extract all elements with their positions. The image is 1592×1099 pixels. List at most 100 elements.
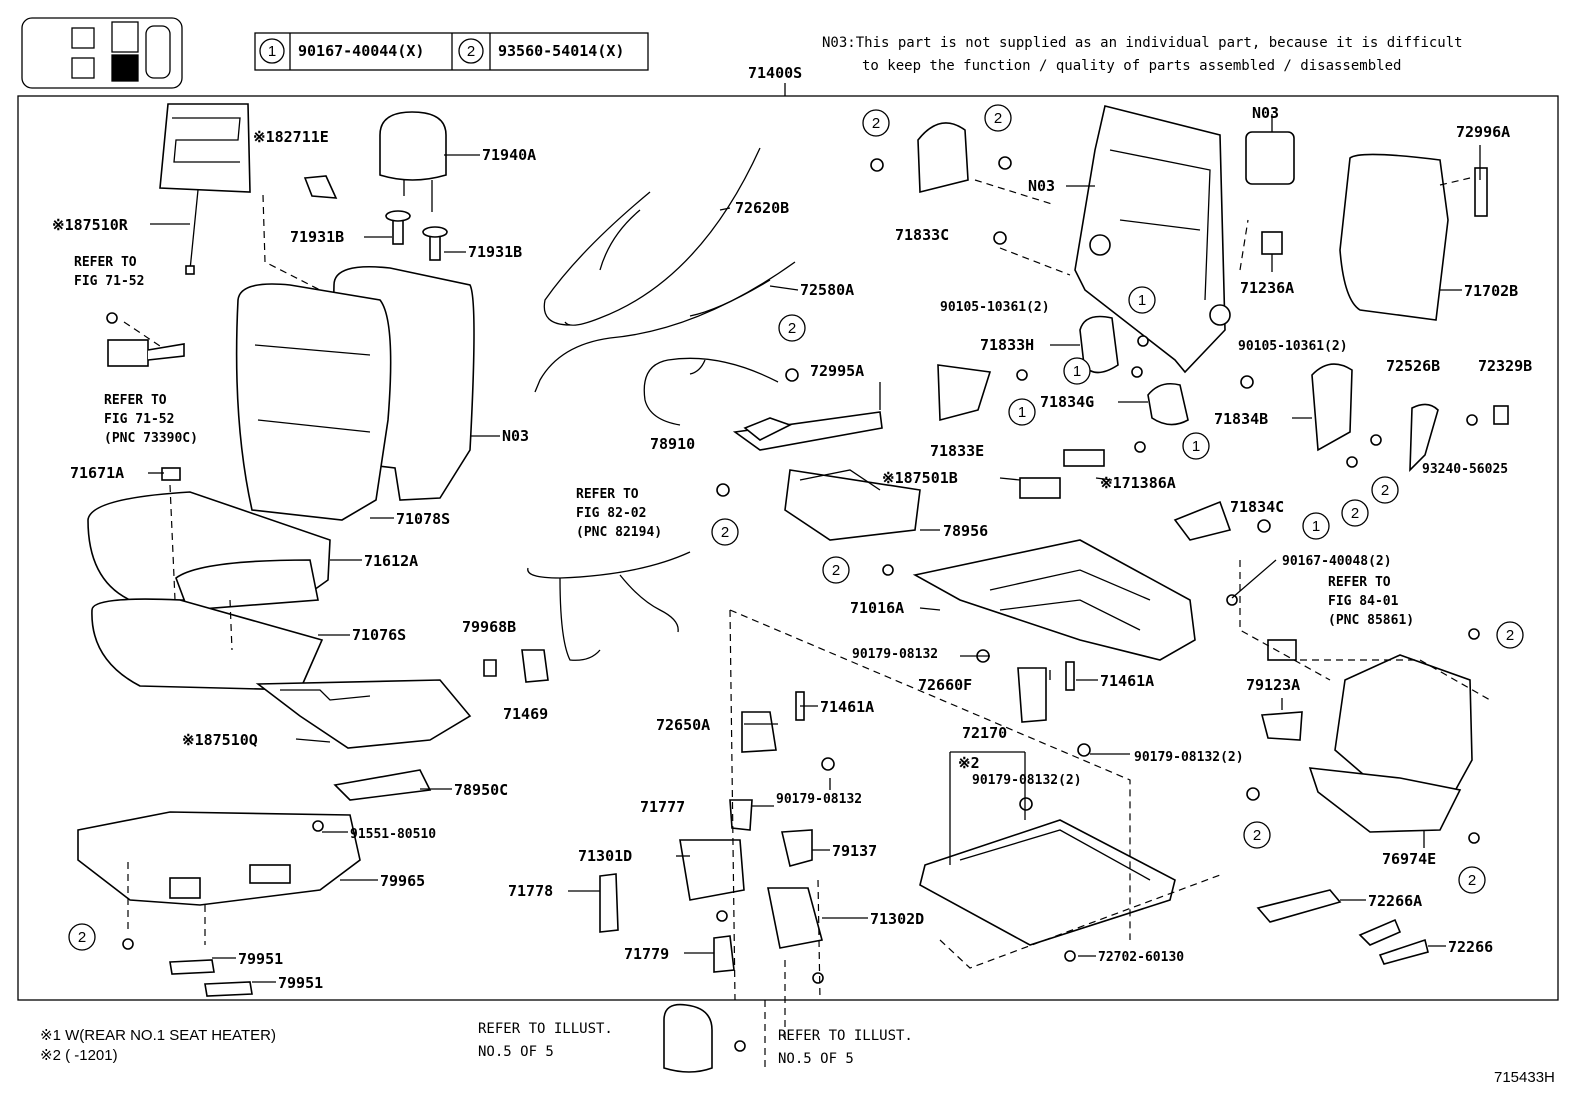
legend-part-1: 90167-40044(X) xyxy=(298,42,424,60)
label-72329B: 72329B xyxy=(1478,357,1532,375)
refer-illust-right-line1: REFER TO ILLUST. xyxy=(778,1028,913,1044)
legend-circle-2-label: 2 xyxy=(467,43,475,60)
label-78956: 78956 xyxy=(943,522,988,540)
legend-table: 1 90167-40044(X) 2 93560-54014(X) xyxy=(254,32,649,71)
label-72620B: 72620B xyxy=(735,199,789,217)
cable-assembly-72580A xyxy=(534,261,796,393)
label-72266: 72266 xyxy=(1448,938,1493,956)
label-91551-80510: 91551-80510 xyxy=(350,827,436,842)
label-90167-40048: 90167-40048(2) xyxy=(1282,554,1392,569)
bolt-icon xyxy=(1016,369,1028,381)
svg-text:1: 1 xyxy=(1312,518,1320,535)
svg-text:2: 2 xyxy=(872,115,880,132)
hinge-cover-71833E xyxy=(937,364,992,422)
label-71702B: 71702B xyxy=(1464,282,1518,300)
refer-fig-71-52-a-line2: FIG 71-52 xyxy=(74,274,144,289)
side-shield-76974E xyxy=(1308,654,1473,833)
connector-clip xyxy=(303,175,338,199)
label-72995A: 72995A xyxy=(810,362,864,380)
bolt-icon xyxy=(312,820,324,832)
refer-illust-left-line2: NO.5 OF 5 xyxy=(478,1044,554,1060)
bolt-icon xyxy=(1134,441,1146,453)
legend-circle-1 xyxy=(259,38,285,64)
refer-fig-71-52-b-line1: REFER TO xyxy=(104,393,167,408)
lock-72650A xyxy=(741,711,777,753)
svg-text:2: 2 xyxy=(78,929,86,946)
cover-71778 xyxy=(599,873,619,933)
seatback-cover xyxy=(235,265,475,521)
label-71779: 71779 xyxy=(624,945,669,963)
grommet-icon xyxy=(483,659,497,677)
connector-icon xyxy=(1267,639,1297,661)
label-71940A: 71940A xyxy=(482,146,536,164)
legend-circle-1-label: 1 xyxy=(268,43,276,60)
refer-fig-82-02-line3: (PNC 82194) xyxy=(576,525,662,540)
seatback-frame-N03 xyxy=(1074,105,1231,374)
label-71076S: 71076S xyxy=(352,626,406,644)
label-71833C: 71833C xyxy=(895,226,949,244)
headrest-ref-icon xyxy=(663,1003,713,1073)
refer-illust-left-line1: REFER TO ILLUST. xyxy=(478,1021,613,1037)
label-72266A: 72266A xyxy=(1368,892,1422,910)
label-90105-10361-b: 90105-10361(2) xyxy=(1238,339,1348,354)
label-71612A: 71612A xyxy=(364,552,418,570)
bolt-icon xyxy=(1346,456,1358,468)
svg-text:1: 1 xyxy=(1192,438,1200,455)
footnote-1: ※1 W(REAR NO.1 SEAT HEATER) xyxy=(40,1027,276,1044)
cable-assembly-72620B xyxy=(543,147,761,326)
assembly-number: 71400S xyxy=(748,64,802,82)
lock-72660F xyxy=(1017,667,1047,723)
nut-icon xyxy=(812,972,824,984)
bolt-icon xyxy=(1131,366,1143,378)
label-71301D: 71301D xyxy=(578,847,632,865)
lever-72526B xyxy=(1409,403,1439,472)
label-72702-60130: 72702-60130 xyxy=(1098,950,1184,965)
bolt-icon xyxy=(734,1040,746,1052)
svg-text:2: 2 xyxy=(1351,505,1359,522)
bolt-icon xyxy=(785,368,799,382)
headrest-guide-left xyxy=(385,210,411,245)
label-71236A: 71236A xyxy=(1240,279,1294,297)
label-90179-08132-d: 90179-08132(2) xyxy=(972,773,1082,788)
nut-icon xyxy=(1077,743,1091,757)
bolt-icon xyxy=(1240,375,1254,389)
bolt-icon xyxy=(1137,335,1149,347)
label-187510R: ※187510R xyxy=(52,216,129,234)
recliner-cover-71834B xyxy=(1311,363,1353,452)
label-71834C: 71834C xyxy=(1230,498,1284,516)
label-72526B: 72526B xyxy=(1386,357,1440,375)
label-71778: 71778 xyxy=(508,882,553,900)
label-71016A: 71016A xyxy=(850,599,904,617)
spring-71461A xyxy=(1065,661,1075,691)
label-76974E: 76974E xyxy=(1382,850,1436,868)
refer-fig-71-52-a-line1: REFER TO xyxy=(74,255,137,270)
seat-track-cover-72995A xyxy=(732,411,883,451)
refer-illust-right-line2: NO.5 OF 5 xyxy=(778,1051,854,1067)
seat-track-72170 xyxy=(919,819,1176,946)
label-N03-seatback: N03 xyxy=(502,427,529,445)
label-182711E: ※182711E xyxy=(253,128,329,146)
bolt-icon xyxy=(1370,434,1382,446)
refer-fig-82-02-line2: FIG 82-02 xyxy=(576,506,646,521)
seat-cushion xyxy=(87,491,331,691)
label-71777: 71777 xyxy=(640,798,685,816)
svg-text:1: 1 xyxy=(1073,363,1081,380)
bolt-icon xyxy=(1064,950,1076,962)
label-71931B-a: 71931B xyxy=(290,228,344,246)
label-90179-08132-b: 90179-08132 xyxy=(852,647,938,662)
label-72650A: 72650A xyxy=(656,716,710,734)
label-71461A-b: 71461A xyxy=(1100,672,1154,690)
headrest xyxy=(379,111,447,212)
screw-icon xyxy=(1468,628,1480,640)
bolt-icon xyxy=(106,312,118,324)
cushion-frame-71016A xyxy=(912,539,1196,661)
bolt-icon xyxy=(122,938,134,950)
label-187510Q: ※187510Q xyxy=(182,731,258,749)
label-71833E: 71833E xyxy=(930,442,984,460)
svg-text:1: 1 xyxy=(1018,404,1026,421)
diagram-frame xyxy=(17,95,1559,1001)
cap-icon xyxy=(161,467,181,481)
cover-71834C xyxy=(1173,500,1232,541)
cable-assembly-78910 xyxy=(643,357,779,426)
recliner-71302D xyxy=(767,887,823,949)
